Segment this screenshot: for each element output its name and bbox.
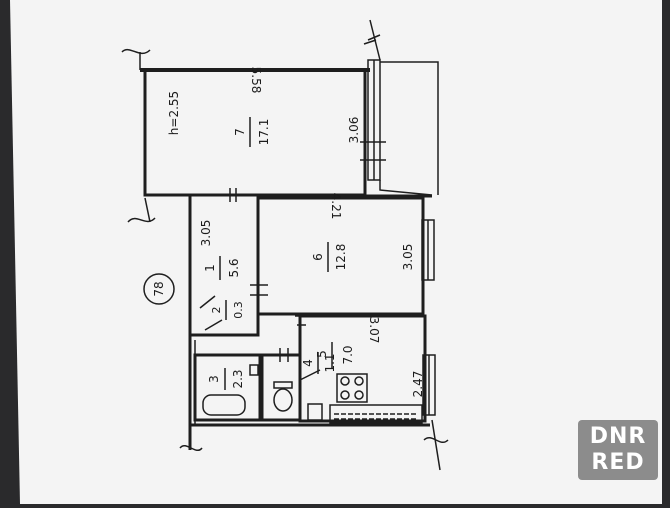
dim-room6-width: 3.05 [401, 244, 415, 271]
building-number: 78 [152, 281, 166, 296]
room-1-area: 5.6 [227, 258, 241, 277]
room-2 [195, 295, 223, 337]
dim-room5-width: 2.47 [411, 371, 425, 398]
room-5-number: 5 [315, 350, 329, 358]
break-mark-top-left [121, 48, 156, 223]
watermark-line-2: RED [591, 450, 645, 475]
watermark-line-1: DNR [589, 424, 647, 449]
room-6-number: 6 [311, 253, 325, 261]
sink-icon [307, 403, 323, 421]
room-6-area: 12.8 [334, 244, 348, 271]
room-3-number: 3 [207, 375, 221, 383]
room-4-number: 4 [301, 359, 315, 367]
room-5-area: 7.0 [341, 345, 355, 364]
room-2-area: 0.3 [232, 301, 245, 319]
room-1-number: 1 [203, 264, 217, 272]
room-4-area: 1.1 [323, 353, 337, 372]
room-2-number: 2 [210, 307, 223, 314]
dim-room6-length: 4.21 [329, 193, 343, 220]
paper-sheet [10, 0, 662, 504]
watermark-logo: DNR RED [578, 420, 658, 480]
window-room-6 [421, 219, 435, 281]
room-7-number: 7 [233, 128, 247, 136]
stove-icon [336, 373, 368, 403]
room-3-area: 2.3 [231, 369, 245, 388]
dim-room7-width: 3.06 [347, 117, 361, 144]
ceiling-height-label: h=2.55 [167, 91, 181, 135]
dim-room7-length: 5.58 [249, 67, 263, 94]
room-4 [260, 348, 321, 422]
outer-wall-left [179, 195, 430, 451]
dim-room1-width: 3.05 [199, 220, 213, 247]
balcony [379, 61, 439, 196]
room-7-area: 17.1 [257, 119, 271, 146]
building-number-circle [143, 273, 175, 305]
dim-room5-length: 3.07 [367, 317, 381, 344]
window-room-5 [422, 354, 449, 471]
window-room-7 [360, 19, 386, 181]
kitchen-counter [329, 404, 423, 424]
